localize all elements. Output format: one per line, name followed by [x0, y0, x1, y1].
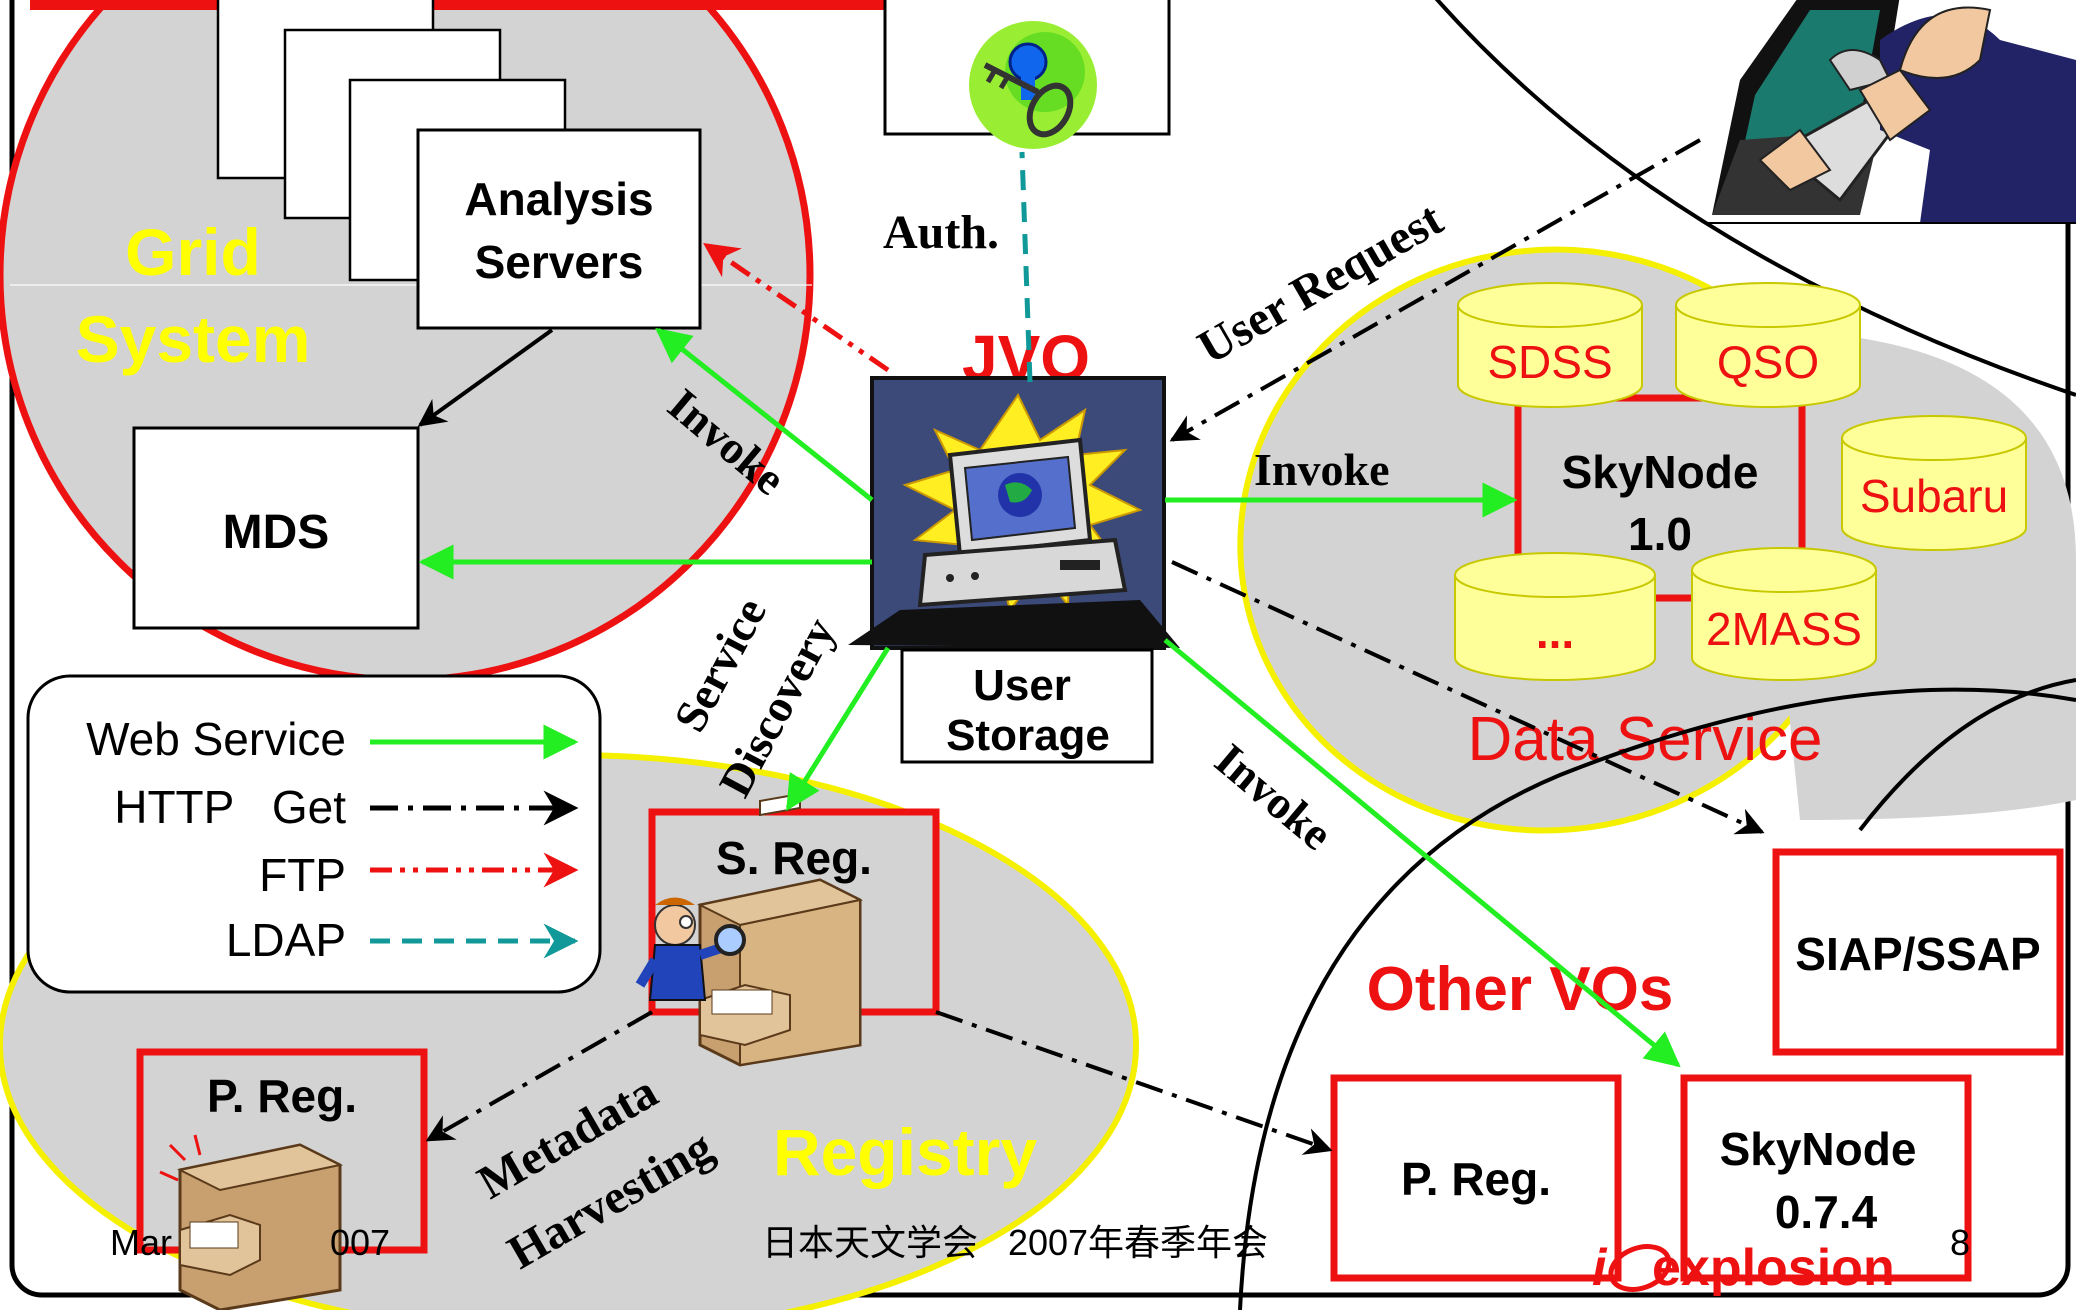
- http-arrow-analysis-to-mds: [417, 328, 554, 427]
- database-sdss: SDSS: [1457, 282, 1643, 408]
- user-storage-label: User: [973, 661, 1071, 710]
- explosion-watermark: i explosion: [1592, 1239, 1895, 1297]
- auth-label: Auth.: [883, 206, 999, 259]
- skynode-074-version: 0.7.4: [1775, 1186, 1878, 1238]
- person-with-magnifier-icon: [635, 897, 746, 1001]
- legend-label-ldap: LDAP: [226, 914, 346, 966]
- footer-page-number: 8: [1950, 1222, 1970, 1263]
- http-arrow-to-p-reg: [425, 1010, 653, 1142]
- database-ellipsis: ...: [1454, 552, 1656, 681]
- watermark-text: explosion: [1652, 1239, 1895, 1297]
- database-subaru: Subaru: [1841, 415, 2027, 551]
- legend-label-ftp: FTP: [259, 849, 346, 901]
- other-vos-region-arc: [1238, 687, 2076, 1310]
- top-red-bar: [30, 0, 915, 10]
- ftp-arrow-to-analysis: [703, 242, 890, 373]
- analysis-servers-label: Analysis: [464, 173, 653, 225]
- legend-label-http-get: HTTP Get: [114, 781, 346, 833]
- svg-text:i: i: [1592, 1239, 1608, 1297]
- http-arrow-to-siap: [1171, 560, 1765, 835]
- footer-date-year: 007: [330, 1222, 390, 1263]
- ldap-auth-arrow: [1019, 151, 1033, 383]
- grid-system-title: System: [76, 302, 311, 376]
- legend-label-web-service: Web Service: [86, 713, 346, 765]
- legend-box: [26, 674, 602, 994]
- web-service-arrow-to-analysis: [655, 327, 874, 502]
- mds-box: [132, 426, 420, 630]
- user-storage-box: [900, 648, 1154, 764]
- key-icon: [969, 21, 1097, 149]
- http-arrow-user-request: [1169, 138, 1701, 442]
- user-at-computer-icon: [1708, 0, 2076, 224]
- skynode-074-box: [1680, 1074, 1972, 1282]
- web-service-arrow-to-other-skynode: [1163, 638, 1681, 1068]
- user-region-arc: [1434, 0, 2076, 397]
- database-label: SDSS: [1487, 336, 1612, 388]
- database-label: 2MASS: [1706, 603, 1862, 655]
- database-label: QSO: [1717, 336, 1819, 388]
- right-region-arc: [1858, 678, 2076, 832]
- http-arrow-to-other-p-reg: [935, 1010, 1333, 1155]
- invoke-bottom-label: Invoke: [1206, 734, 1343, 860]
- data-service-title: Data Service: [1468, 705, 1823, 774]
- skynode-1-label: SkyNode: [1562, 446, 1759, 498]
- database-qso: QSO: [1675, 282, 1861, 408]
- s-reg-label: S. Reg.: [716, 832, 872, 884]
- p-reg-label: P. Reg.: [207, 1070, 357, 1122]
- other-p-reg-box: [1330, 1074, 1622, 1282]
- grid-system-title: Grid: [125, 215, 261, 289]
- invoke-right-label: Invoke: [1254, 444, 1389, 495]
- other-vos-title: Other VOs: [1367, 955, 1674, 1024]
- file-cabinet-icon: [159, 1134, 344, 1310]
- database-2mass: 2MASS: [1691, 547, 1877, 681]
- computer-icon: [848, 376, 1180, 650]
- footer-center: 日本天文学会 2007年春季年会: [762, 1222, 1268, 1263]
- other-p-reg-label: P. Reg.: [1401, 1153, 1551, 1205]
- footer-date-left: Mar: [110, 1222, 172, 1263]
- analysis-servers-box: [416, 128, 702, 330]
- web-service-arrow-to-s-reg: [785, 646, 891, 811]
- siap-ssap-label: SIAP/SSAP: [1795, 928, 2040, 980]
- mds-label: MDS: [223, 506, 330, 559]
- database-label: Subaru: [1860, 470, 2008, 522]
- database-label: ...: [1536, 606, 1574, 658]
- registry-title: Registry: [773, 1115, 1037, 1189]
- skynode-1-version: 1.0: [1628, 508, 1692, 560]
- user-storage-label: Storage: [946, 711, 1110, 760]
- analysis-servers-label: Servers: [475, 236, 644, 288]
- skynode-074-label: SkyNode: [1720, 1123, 1917, 1175]
- siap-ssap-box: [1772, 848, 2064, 1056]
